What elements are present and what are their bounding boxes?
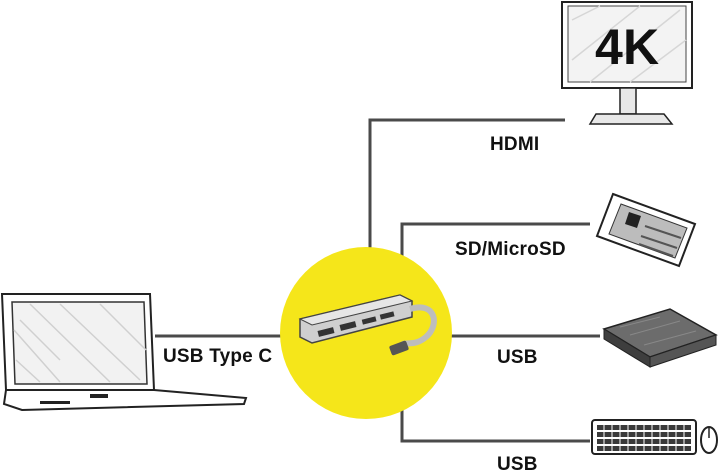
external-drive-icon bbox=[602, 308, 718, 368]
label-usb-type-c: USB Type C bbox=[163, 346, 273, 367]
label-hdmi: HDMI bbox=[490, 134, 540, 155]
line-hub-to-sd bbox=[400, 222, 590, 262]
label-usb-2: USB bbox=[497, 454, 538, 475]
label-sd-microsd: SD/MicroSD bbox=[455, 239, 566, 260]
line-hub-to-hdmi bbox=[368, 118, 565, 255]
line-hub-to-usb-keyboard bbox=[400, 405, 590, 443]
laptop-icon bbox=[0, 293, 248, 412]
label-usb-1: USB bbox=[497, 347, 538, 368]
monitor-badge-4k: 4K bbox=[595, 19, 660, 75]
keyboard-mouse-icon bbox=[591, 419, 718, 455]
sd-card-icon bbox=[595, 192, 697, 268]
usb-c-hub-icon bbox=[280, 247, 452, 419]
monitor-icon bbox=[561, 1, 693, 125]
